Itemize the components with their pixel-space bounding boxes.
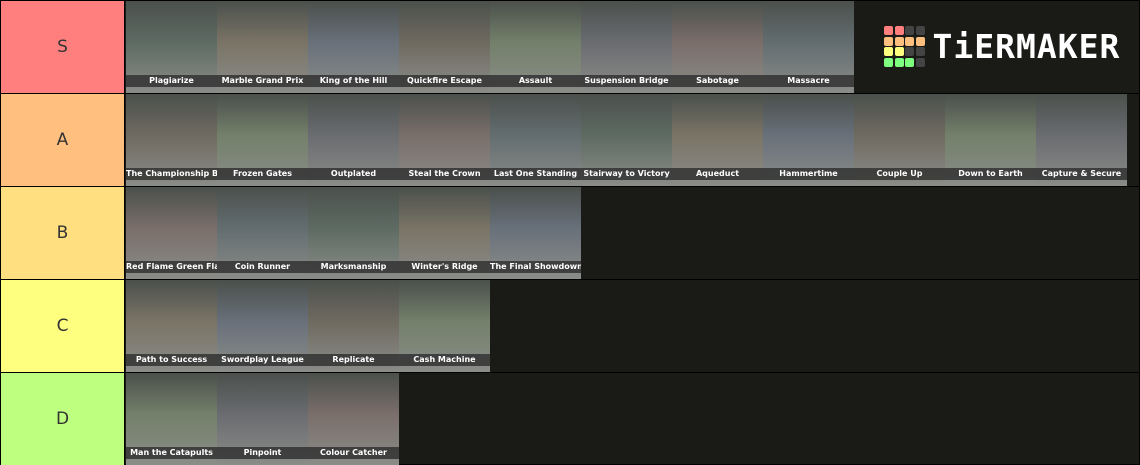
item-caption: Outplated [308,168,399,180]
tier-item[interactable]: Marksmanship [308,187,399,279]
logo-square [884,36,893,46]
item-caption: Replicate [308,354,399,366]
item-caption: Down to Earth [945,168,1036,180]
tier-item[interactable]: King of the Hill [308,1,399,93]
logo-square [884,57,893,67]
logo-square [915,26,925,36]
tier-item[interactable]: Man the Catapults [126,373,217,465]
item-caption: Sabotage [672,75,763,87]
tier-item[interactable]: Couple Up [854,94,945,186]
tier-item[interactable]: Quickfire Escape [399,1,490,93]
item-caption: Coin Runner [217,261,308,273]
tier-item[interactable]: Path to Success [126,280,217,372]
tier-item[interactable]: The Final Showdown [490,187,581,279]
tier-item[interactable]: The Championship Bid [126,94,217,186]
tier-item[interactable]: Last One Standing [490,94,581,186]
tier-item[interactable]: Outplated [308,94,399,186]
item-caption: Couple Up [854,168,945,180]
item-caption: Frozen Gates [217,168,308,180]
item-caption: Massacre [763,75,854,87]
item-caption: Stairway to Victory [581,168,672,180]
logo-square [905,26,914,36]
logo-square [884,47,893,57]
item-caption: Cash Machine [399,354,490,366]
tier-item[interactable]: Suspension Bridge [581,1,672,93]
item-caption: Hammertime [763,168,854,180]
logo-text: TiERMAKER [932,27,1121,66]
item-caption: Man the Catapults [126,447,217,459]
tier-items: Red Flame Green FlameCoin RunnerMarksman… [125,187,1139,279]
tier-item[interactable]: Cash Machine [399,280,490,372]
tier-label[interactable]: B [1,187,125,279]
item-caption: Path to Success [126,354,217,366]
item-caption: Suspension Bridge [581,75,672,87]
logo-square [884,26,893,36]
item-caption: Assault [490,75,581,87]
logo-square [894,47,904,57]
tier-label[interactable]: A [1,94,125,186]
tier-item[interactable]: Red Flame Green Flame [126,187,217,279]
item-caption: Winter's Ridge [399,261,490,273]
item-caption: Plagiarize [126,75,217,87]
logo-square [894,36,904,46]
tier-item[interactable]: Aqueduct [672,94,763,186]
tier-item[interactable]: Assault [490,1,581,93]
item-caption: Aqueduct [672,168,763,180]
tier-item[interactable]: Hammertime [763,94,854,186]
tier-item[interactable]: Down to Earth [945,94,1036,186]
logo-square [905,36,914,46]
logo-square [905,47,914,57]
tier-label[interactable]: D [1,373,125,465]
item-caption: Marble Grand Prix [217,75,308,87]
item-caption: Last One Standing [490,168,581,180]
tier-label[interactable]: C [1,280,125,372]
tier-item[interactable]: Capture & Secure [1036,94,1127,186]
tier-item[interactable]: Colour Catcher [308,373,399,465]
tier-item[interactable]: Sabotage [672,1,763,93]
logo-square [894,57,904,67]
item-caption: Colour Catcher [308,447,399,459]
logo-square [894,26,904,36]
item-caption: Swordplay League [217,354,308,366]
item-caption: King of the Hill [308,75,399,87]
logo-square [905,57,914,67]
item-caption: Red Flame Green Flame [126,261,217,273]
tier-item[interactable]: Winter's Ridge [399,187,490,279]
item-caption: Capture & Secure [1036,168,1127,180]
tiermaker-logo: TiERMAKER [856,1,1139,92]
tier-item[interactable]: Plagiarize [126,1,217,93]
tier-item[interactable]: Stairway to Victory [581,94,672,186]
tier-item[interactable]: Marble Grand Prix [217,1,308,93]
tier-item[interactable]: Coin Runner [217,187,308,279]
item-caption: The Final Showdown [490,261,581,273]
logo-grid-icon [884,26,925,67]
logo-square [915,57,925,67]
item-caption: Pinpoint [217,447,308,459]
tier-item[interactable]: Steal the Crown [399,94,490,186]
tier-item[interactable]: Massacre [763,1,854,93]
item-caption: Steal the Crown [399,168,490,180]
tier-item[interactable]: Pinpoint [217,373,308,465]
tier-item[interactable]: Swordplay League [217,280,308,372]
tier-label[interactable]: S [1,1,125,93]
tier-item[interactable]: Replicate [308,280,399,372]
item-caption: Quickfire Escape [399,75,490,87]
logo-square [915,47,925,57]
tier-item[interactable]: Frozen Gates [217,94,308,186]
item-caption: Marksmanship [308,261,399,273]
item-caption: The Championship Bid [126,168,217,180]
logo-square [915,36,925,46]
